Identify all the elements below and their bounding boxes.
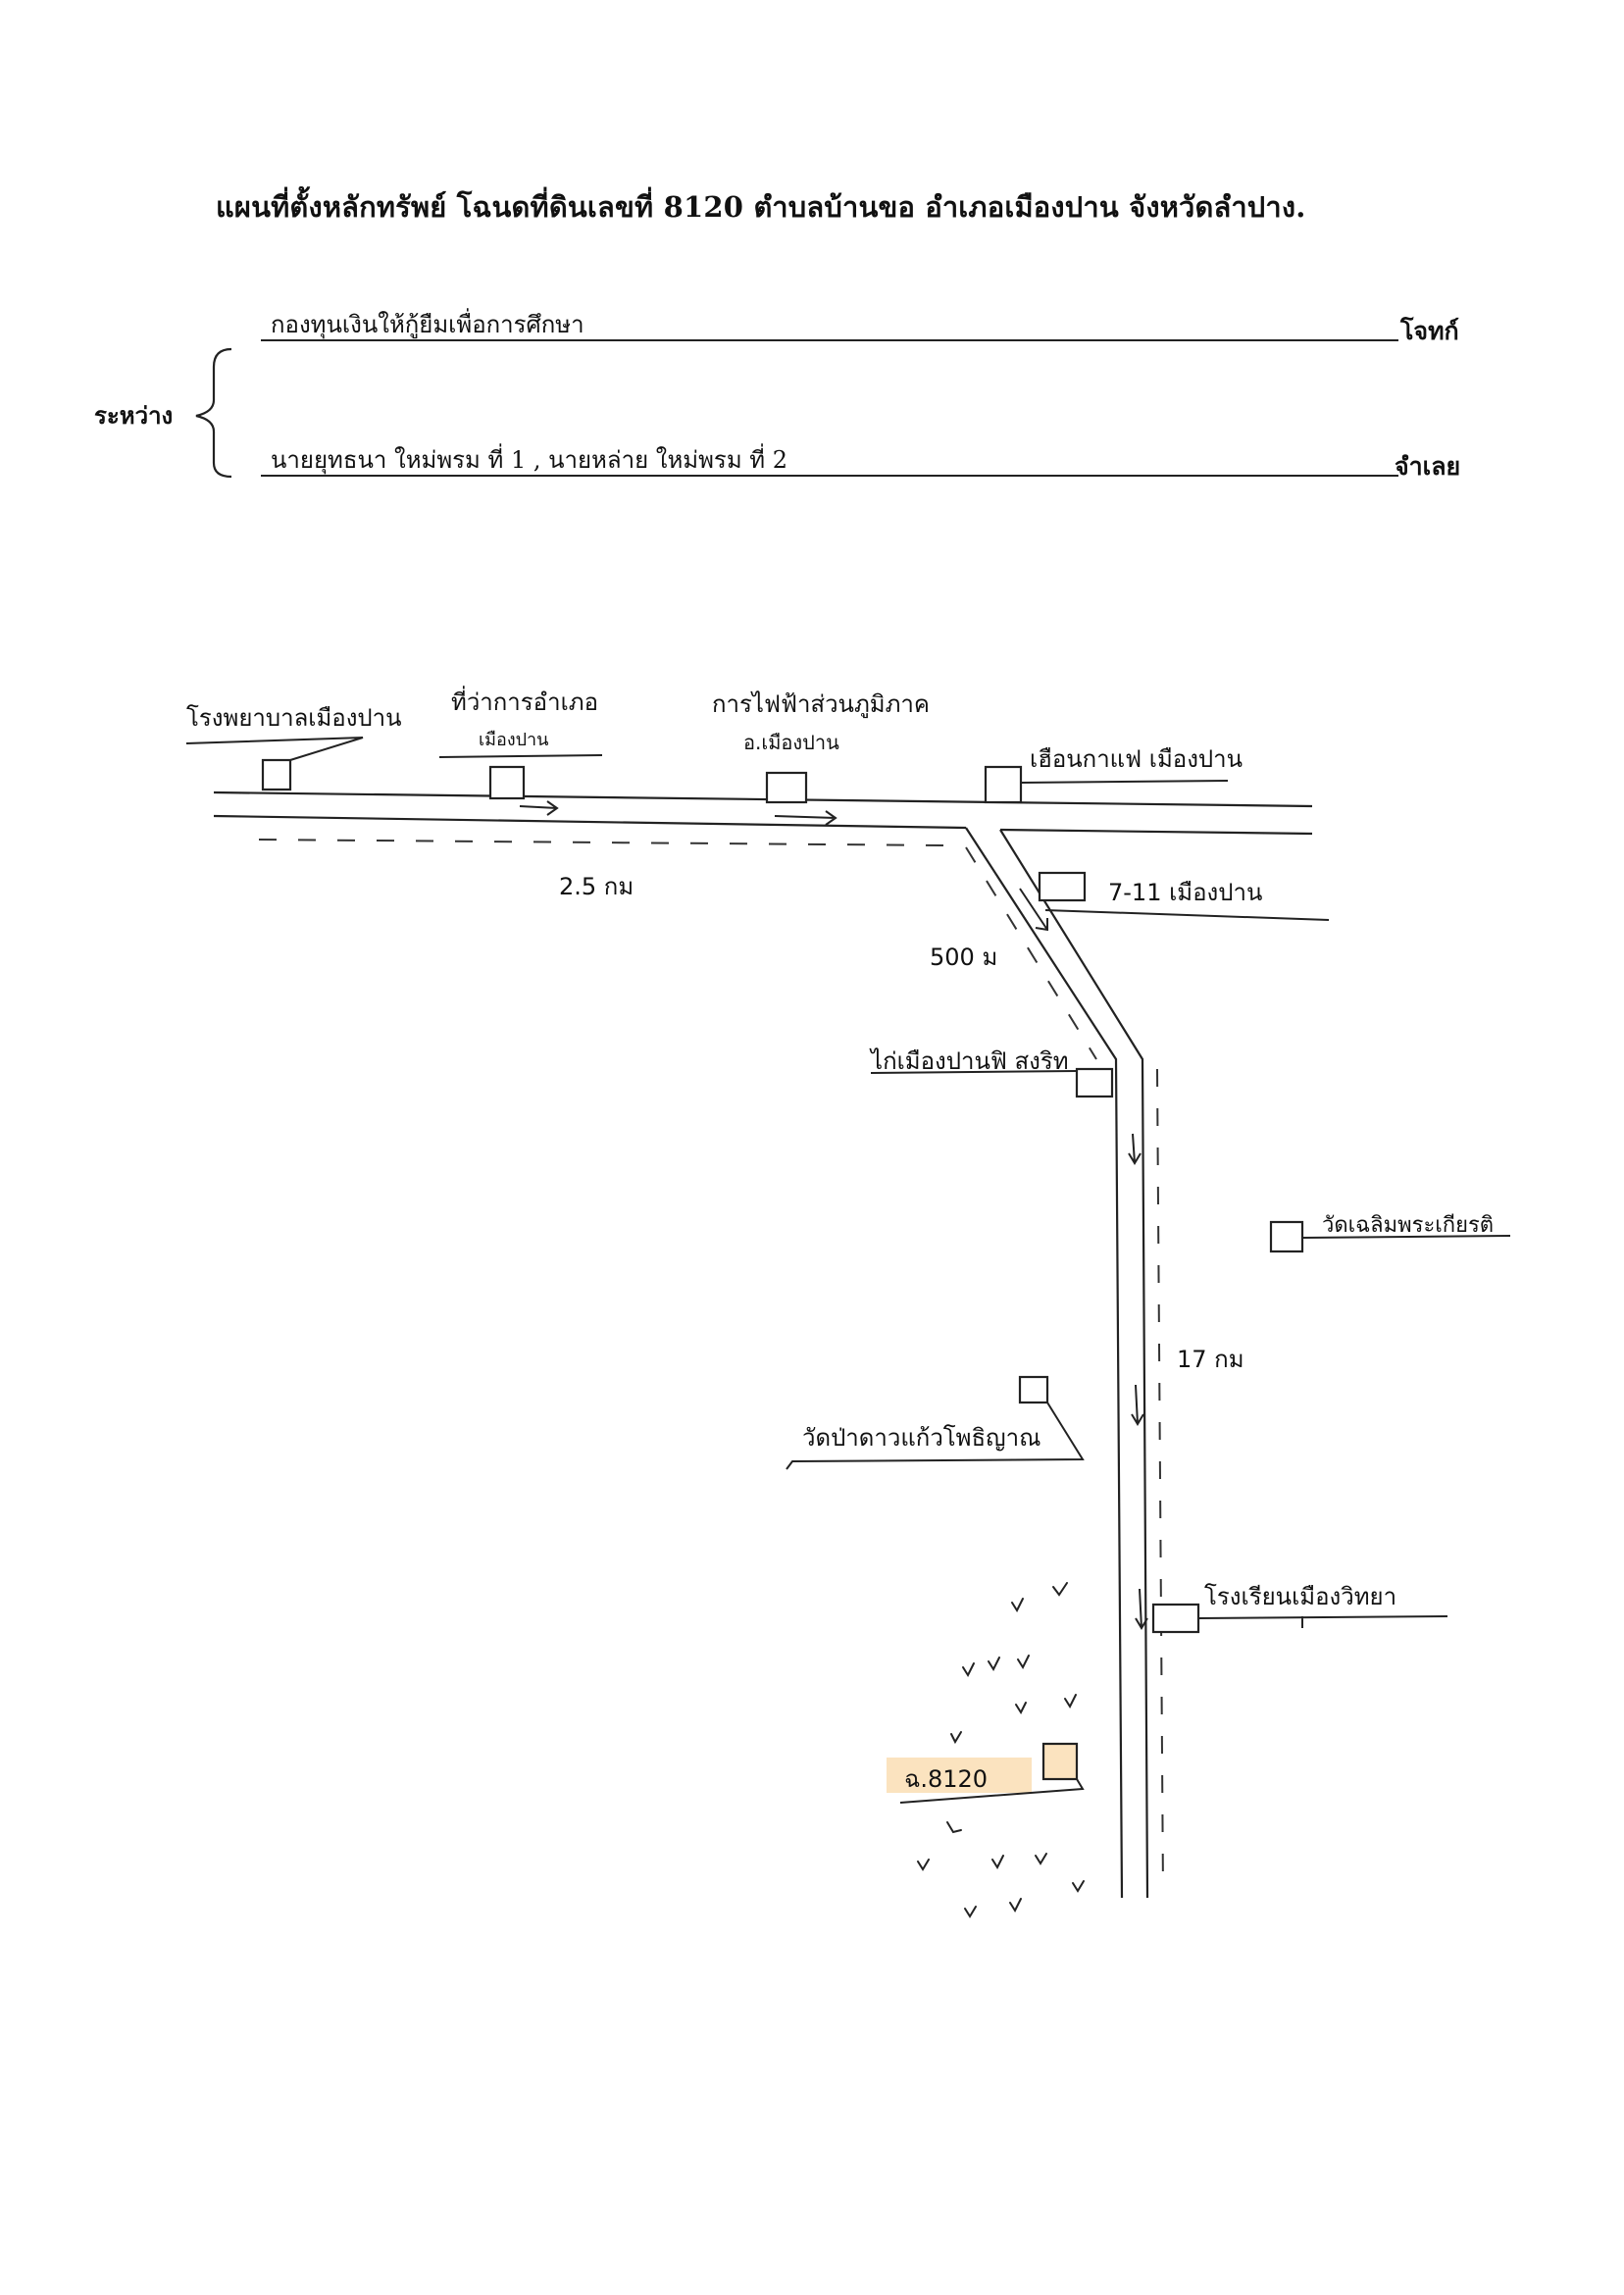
label-district-office: ที่ว่าการอำเภอ bbox=[451, 686, 598, 716]
landmark-school: โรงเรียนเมืองวิทยา bbox=[1151, 1583, 1448, 1634]
label-temple-right: วัดเฉลิมพระเกียรติ bbox=[1322, 1213, 1494, 1238]
plaintiff-role: โจทก์ bbox=[1400, 317, 1459, 345]
building-icon bbox=[765, 771, 808, 804]
defendant-role: จำเลย bbox=[1395, 452, 1461, 481]
building-icon bbox=[261, 758, 292, 791]
tree-icon bbox=[917, 1582, 1085, 1918]
landmark-chicken-shop: ไก่เมืองปานฟิ สงริท bbox=[869, 1047, 1114, 1098]
between-label: ระหว่าง bbox=[94, 401, 174, 430]
building-icon bbox=[1151, 1603, 1200, 1634]
landmark-seven-eleven: 7-11 เมืองปาน bbox=[1038, 871, 1330, 921]
defendant-name: นายยุทธนา ใหม่พรม ที่ 1 , นายหล่าย ใหม่พ… bbox=[261, 445, 1398, 477]
landmark-district-office: ที่ว่าการอำเภอ เมืองปาน bbox=[438, 686, 603, 800]
label-parcel: ฉ.8120 bbox=[904, 1765, 988, 1793]
label-temple-left: วัดป่าดาวแก้วโพธิญาณ bbox=[802, 1424, 1040, 1452]
label-chicken-shop: ไก่เมืองปานฟิ สงริท bbox=[869, 1047, 1069, 1075]
distance-second-leg: 500 ม bbox=[930, 944, 997, 971]
building-icon bbox=[1018, 1375, 1049, 1404]
building-icon bbox=[488, 765, 526, 800]
target-parcel: ฉ.8120 bbox=[887, 1742, 1085, 1804]
building-icon bbox=[984, 765, 1023, 804]
landmark-temple-left: วัดป่าดาวแก้วโพธิญาณ bbox=[786, 1375, 1085, 1470]
direction-arrow-icon bbox=[519, 800, 1148, 1630]
label-electricity: การไฟฟ้าส่วนภูมิภาค bbox=[712, 690, 930, 719]
label-cafe: เฮือนกาแฟ เมืองปาน bbox=[1030, 745, 1243, 773]
label-school: โรงเรียนเมืองวิทยา bbox=[1204, 1583, 1396, 1610]
main-road bbox=[213, 790, 1313, 846]
landmark-cafe: เฮือนกาแฟ เมืองปาน bbox=[984, 745, 1243, 804]
landmark-hospital: โรงพยาบาลเมืองปาน bbox=[185, 704, 402, 791]
landmark-temple-right: วัดเฉลิมพระเกียรติ bbox=[1269, 1213, 1511, 1253]
building-icon bbox=[1038, 871, 1087, 902]
label-hospital: โรงพยาบาลเมืองปาน bbox=[186, 704, 402, 732]
label-district-office-sub: เมืองปาน bbox=[479, 730, 548, 750]
building-icon bbox=[1269, 1220, 1304, 1253]
plaintiff-name: กองทุนเงินให้กู้ยืมเพื่อการศึกษา bbox=[261, 310, 1398, 341]
label-seven-eleven: 7-11 เมืองปาน bbox=[1108, 879, 1262, 906]
label-electricity-sub: อ.เมืองปาน bbox=[743, 731, 839, 754]
page-title: แผนที่ตั้งหลักทรัพย์ โฉนดที่ดินเลขที่ 81… bbox=[216, 190, 1306, 224]
brace bbox=[195, 347, 232, 479]
landmark-electricity: การไฟฟ้าส่วนภูมิภาค อ.เมืองปาน bbox=[712, 690, 930, 804]
distance-first-leg: 2.5 กม bbox=[559, 873, 634, 900]
distance-third-leg: 17 กม bbox=[1177, 1346, 1244, 1373]
building-icon bbox=[1041, 1742, 1079, 1781]
side-road bbox=[965, 827, 1164, 1899]
building-icon bbox=[1075, 1067, 1114, 1098]
parcel-highlight bbox=[887, 1758, 1032, 1793]
